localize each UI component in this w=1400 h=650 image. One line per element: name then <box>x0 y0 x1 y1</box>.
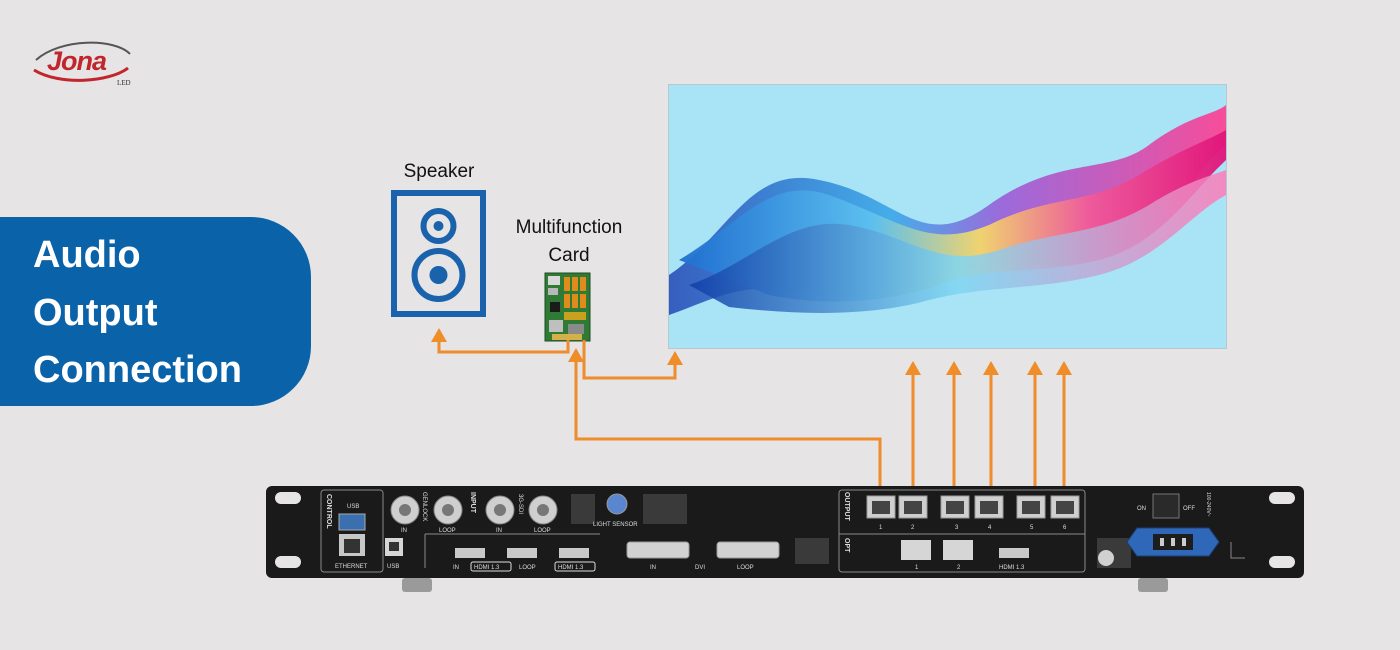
arrow-card <box>568 348 584 362</box>
label-power: 100-240V~ <box>1205 492 1211 517</box>
label-usb: USB <box>387 564 399 570</box>
arrow-screen-card <box>667 351 683 365</box>
title-line-1: Audio <box>33 234 141 276</box>
title-line-2: Output <box>33 292 158 334</box>
label-hdmi13-2: HDMI 1.3 <box>558 565 584 571</box>
label-ethernet: ETHERNET <box>335 564 368 570</box>
arrow-output-3 <box>946 361 962 375</box>
label-sdi-in: IN <box>496 528 502 534</box>
speaker-icon <box>391 190 486 317</box>
arrow-output-6 <box>1056 361 1072 375</box>
arrow-output-2 <box>905 361 921 375</box>
label-light-sensor: LIGHT SENSOR <box>593 522 638 528</box>
label-hdmi13-1: HDMI 1.3 <box>474 565 500 571</box>
screen-artwork <box>669 105 1226 315</box>
label-opt-1: 1 <box>915 565 919 571</box>
arrow-output-4 <box>983 361 999 375</box>
label-sdi-loop: LOOP <box>534 528 551 534</box>
card-label-line1: Multifunction <box>515 217 623 238</box>
jona-logo <box>33 41 131 82</box>
label-genlock-in: IN <box>401 528 407 534</box>
arrow-output-5 <box>1027 361 1043 375</box>
wire-card-to-speaker <box>437 340 570 354</box>
arrow-speaker <box>431 328 447 342</box>
label-dvi-in: IN <box>650 565 656 571</box>
label-opt: OPT <box>843 538 850 553</box>
led-screen <box>668 84 1227 349</box>
port-number-5: 5 <box>1030 525 1034 531</box>
label-opt-2: 2 <box>957 565 961 571</box>
label-hdmi-loop: LOOP <box>519 565 536 571</box>
label-on: ON <box>1137 506 1146 512</box>
port-number-3: 3 <box>955 525 959 531</box>
label-input: INPUT <box>469 492 476 514</box>
logo-text: Jona <box>47 46 107 76</box>
wire-card-to-screen <box>582 340 677 380</box>
label-off: OFF <box>1183 506 1195 512</box>
label-control: CONTROL <box>325 494 332 529</box>
label-usb-top: USB <box>347 504 359 510</box>
label-output: OUTPUT <box>843 492 850 522</box>
video-processor-device: CONTROL USB ETHERNET USB GENLOCK IN LOOP… <box>266 486 1304 592</box>
multifunction-card-icon <box>544 272 591 342</box>
port-number-6: 6 <box>1063 525 1067 531</box>
port-number-2: 2 <box>911 525 915 531</box>
port-number-1: 1 <box>879 525 883 531</box>
port-number-4: 4 <box>988 525 992 531</box>
title-panel: Audio Output Connection <box>0 217 311 406</box>
label-dvi: DVI <box>695 565 705 571</box>
label-genlock-loop: LOOP <box>439 528 456 534</box>
wire-output-to-card <box>574 362 882 490</box>
label-genlock: GENLOCK <box>421 492 427 521</box>
logo-subtext: LED <box>117 79 131 87</box>
label-dvi-loop: LOOP <box>737 565 754 571</box>
speaker-label: Speaker <box>403 161 475 182</box>
card-label: Multifunction Card <box>500 214 638 270</box>
card-label-line2: Card <box>548 245 590 266</box>
label-hdmi-in: IN <box>453 565 459 571</box>
label-hdmi13-out: HDMI 1.3 <box>999 565 1025 571</box>
title-line-3: Connection <box>33 349 242 391</box>
label-sdi: 3G-SDI <box>517 494 523 514</box>
